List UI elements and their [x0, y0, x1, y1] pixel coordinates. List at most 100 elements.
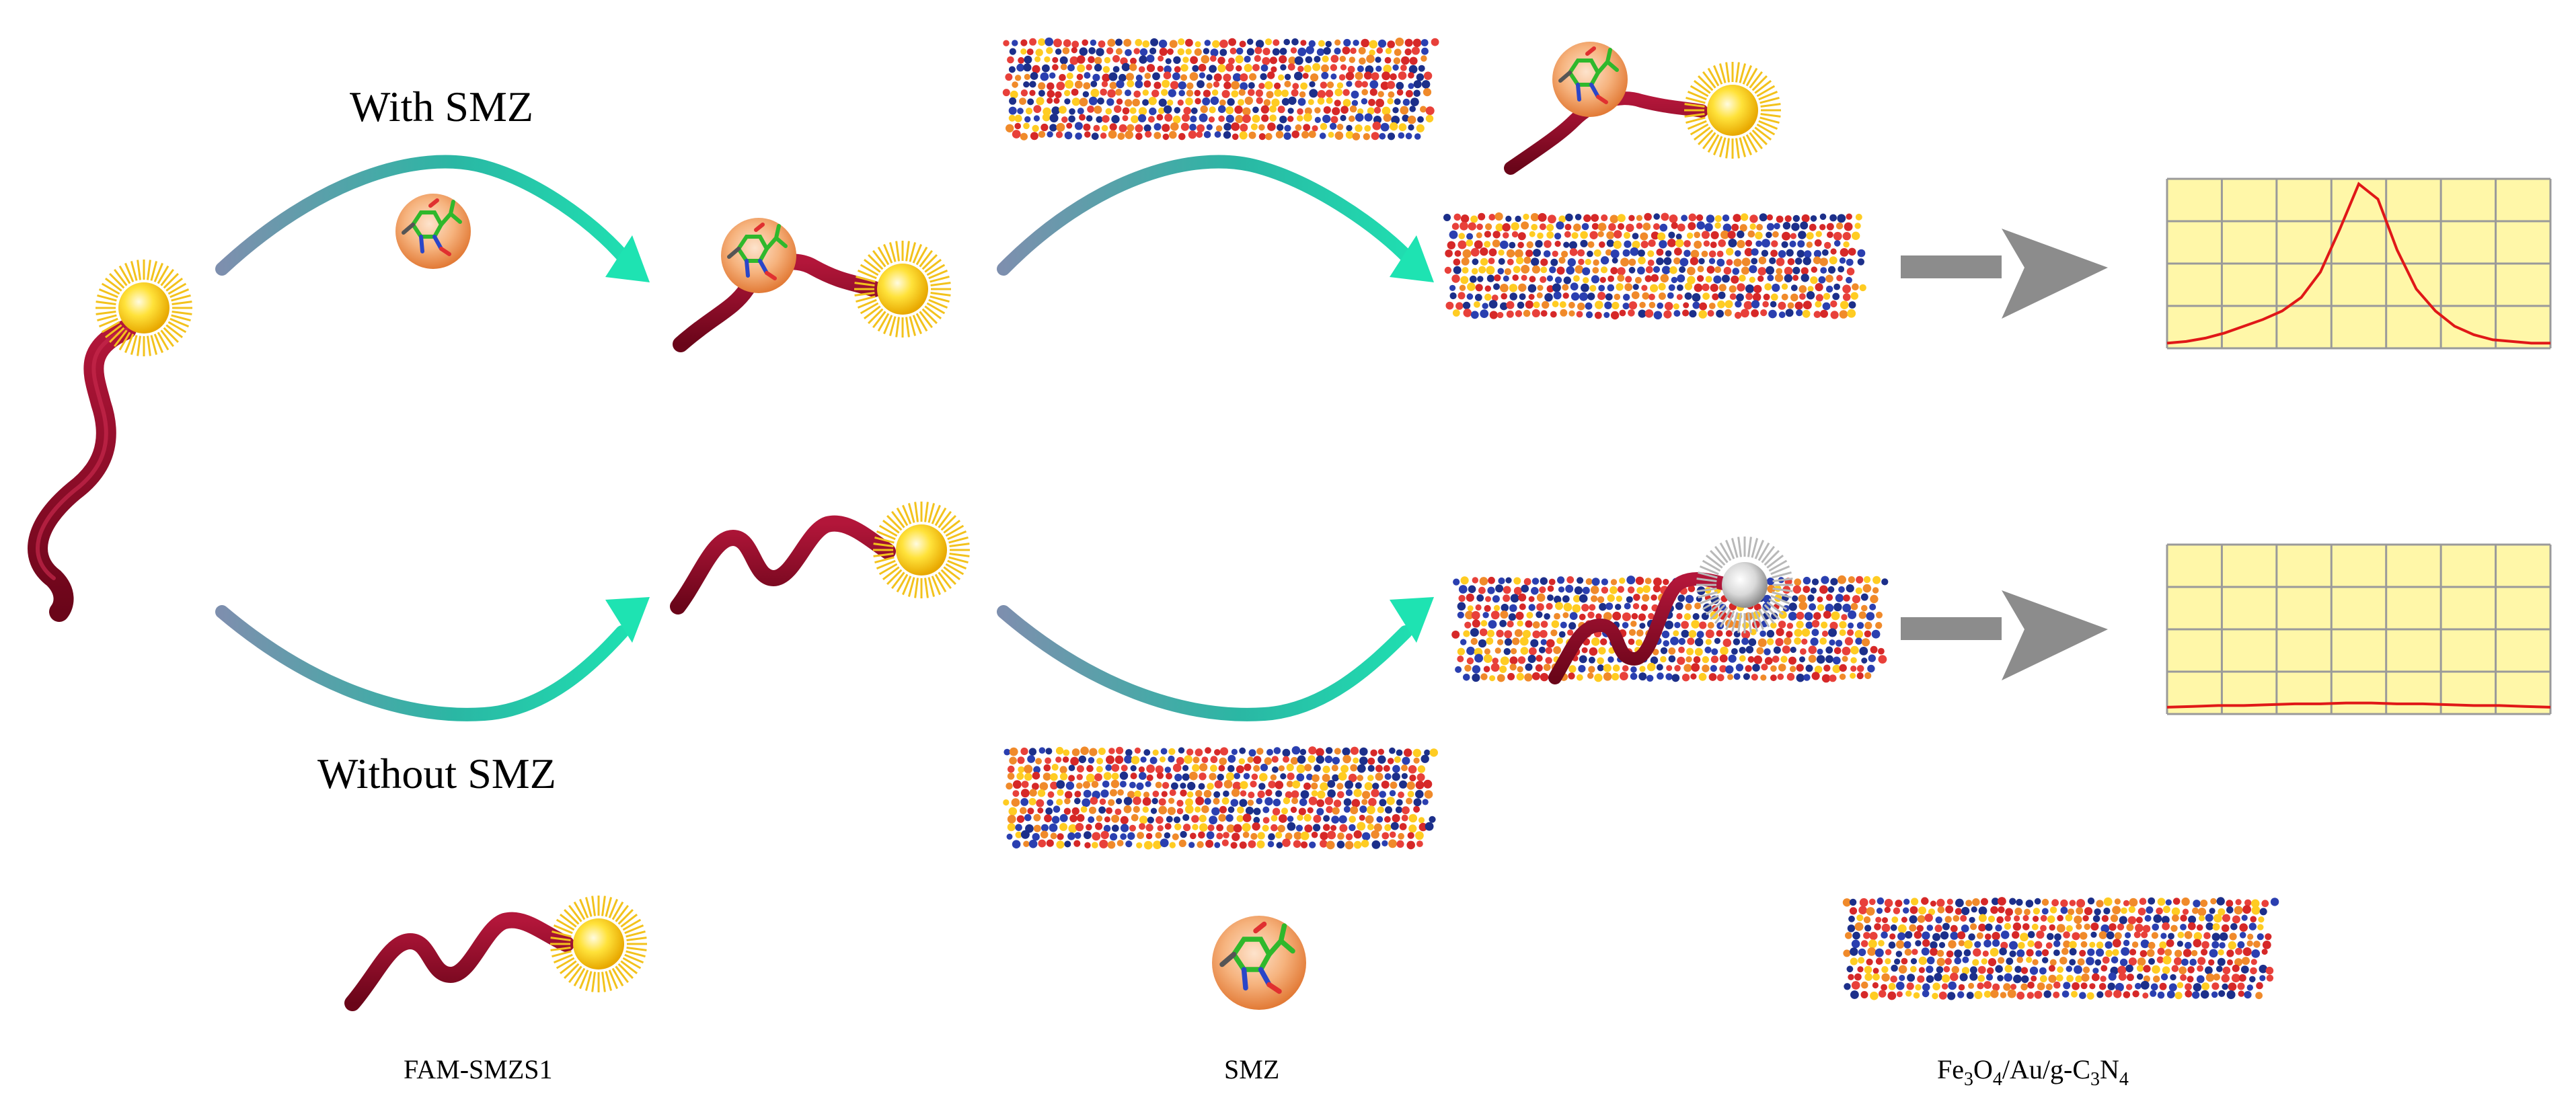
sheet-particle — [1741, 630, 1751, 639]
sheet-particle — [1299, 91, 1306, 98]
sheet-particle — [1958, 940, 1965, 947]
sheet-particle — [1895, 900, 1903, 908]
sheet-particle — [2007, 989, 2016, 998]
sheet-particle — [1277, 124, 1284, 131]
sheet-particle — [1839, 673, 1846, 680]
sheet-particle — [1660, 274, 1669, 283]
sheet-particle — [1423, 779, 1433, 789]
sheet-particle — [1770, 301, 1777, 308]
sheet-particle — [1151, 797, 1158, 805]
sheet-particle — [1209, 65, 1217, 73]
legend-nanosheet — [1842, 897, 2279, 1000]
sheet-particle — [1394, 756, 1401, 763]
sheet-particle — [1283, 797, 1291, 805]
sheet-particle — [2143, 965, 2151, 973]
sheet-particle — [1388, 839, 1397, 848]
sheet-particle — [1377, 39, 1387, 48]
sheet-particle — [1677, 594, 1685, 602]
sheet-particle — [1607, 594, 1615, 602]
sheet-particle — [2084, 923, 2090, 931]
sheet-particle — [1859, 898, 1868, 907]
sheet-particle — [1493, 604, 1501, 612]
sheet-particle — [1083, 82, 1091, 89]
sheet-particle — [1814, 239, 1822, 247]
sheet-particle — [1290, 756, 1299, 765]
sheet-particle — [1117, 132, 1125, 141]
sheet-particle — [1593, 259, 1599, 266]
sheet-particle — [1106, 47, 1114, 54]
sheet-particle — [2211, 991, 2218, 998]
sheet-particle — [2137, 957, 2146, 966]
sheet-particle — [2132, 990, 2139, 998]
sheet-particle — [2192, 907, 2199, 914]
sheet-particle — [1172, 763, 1182, 773]
sheet-particle — [2066, 925, 2073, 932]
sheet-particle — [1280, 773, 1287, 780]
sheet-particle — [1247, 799, 1254, 806]
sheet-particle — [2123, 939, 2130, 947]
sheet-particle — [1597, 664, 1604, 672]
sheet-particle — [1885, 949, 1892, 955]
sheet-particle — [1796, 621, 1804, 629]
sheet-particle — [1006, 833, 1013, 840]
sheet-particle — [1467, 282, 1476, 291]
sheet-particle — [1139, 823, 1145, 830]
sheet-particle — [1714, 266, 1722, 274]
sheet-particle — [1850, 947, 1858, 956]
sheet-particle — [1625, 276, 1632, 283]
sheet-particle — [1009, 48, 1016, 55]
sheet-particle — [1610, 579, 1618, 586]
sheet-particle — [1496, 629, 1504, 637]
sheet-particle — [1851, 939, 1860, 949]
sheet-particle — [1347, 65, 1355, 73]
sheet-particle — [1297, 755, 1306, 764]
sheet-particle — [1064, 89, 1071, 97]
sheet-particle — [1844, 983, 1851, 990]
sheet-particle — [1781, 293, 1788, 301]
sheet-particle — [1337, 791, 1344, 799]
sheet-particle — [1766, 638, 1774, 645]
sheet-particle — [1498, 577, 1505, 585]
sheet-particle — [1622, 665, 1629, 672]
sheet-particle — [1681, 629, 1690, 638]
sheet-particle — [1007, 823, 1016, 832]
sheet-particle — [1050, 832, 1057, 840]
sheet-particle — [1704, 223, 1713, 232]
sheet-particle — [1702, 664, 1710, 672]
sheet-particle — [1470, 247, 1480, 257]
sheet-particle — [1334, 748, 1341, 755]
sheet-particle — [1395, 806, 1402, 814]
sheet-particle — [1587, 672, 1594, 679]
sheet-particle — [1866, 907, 1875, 916]
initial-probe-strand — [28, 319, 137, 622]
sheet-particle — [1813, 612, 1821, 620]
sheet-particle — [1138, 766, 1145, 773]
sheet-particle — [1918, 956, 1927, 965]
sheet-particle — [2164, 949, 2172, 956]
sheet-particle — [1874, 923, 1881, 931]
sheet-particle — [1247, 38, 1254, 45]
sheet-particle — [1578, 258, 1585, 266]
sheet-particle — [1320, 122, 1328, 130]
sheet-particle — [1225, 814, 1234, 822]
sheet-particle — [1203, 130, 1211, 138]
sheet-particle — [1404, 748, 1412, 757]
sheet-particle — [2074, 965, 2082, 974]
sheet-particle — [1665, 250, 1672, 257]
sheet-particle — [1605, 293, 1613, 301]
sheet-particle — [2129, 898, 2138, 907]
sheet-particle — [1383, 65, 1392, 73]
sheet-particle — [2226, 990, 2236, 999]
sheet-particle — [1807, 286, 1814, 292]
sheet-particle — [1323, 106, 1331, 114]
sheet-particle — [1983, 990, 1992, 998]
sheet-particle — [1346, 81, 1353, 87]
sheet-particle — [1361, 89, 1368, 95]
sheet-particle — [1609, 586, 1618, 594]
sheet-particle — [1044, 814, 1052, 823]
sheet-particle — [1244, 763, 1252, 771]
sheet-particle — [2123, 900, 2130, 906]
sheet-particle — [1096, 766, 1103, 773]
sheet-particle — [1540, 310, 1548, 317]
sheet-particle — [1898, 965, 1907, 974]
